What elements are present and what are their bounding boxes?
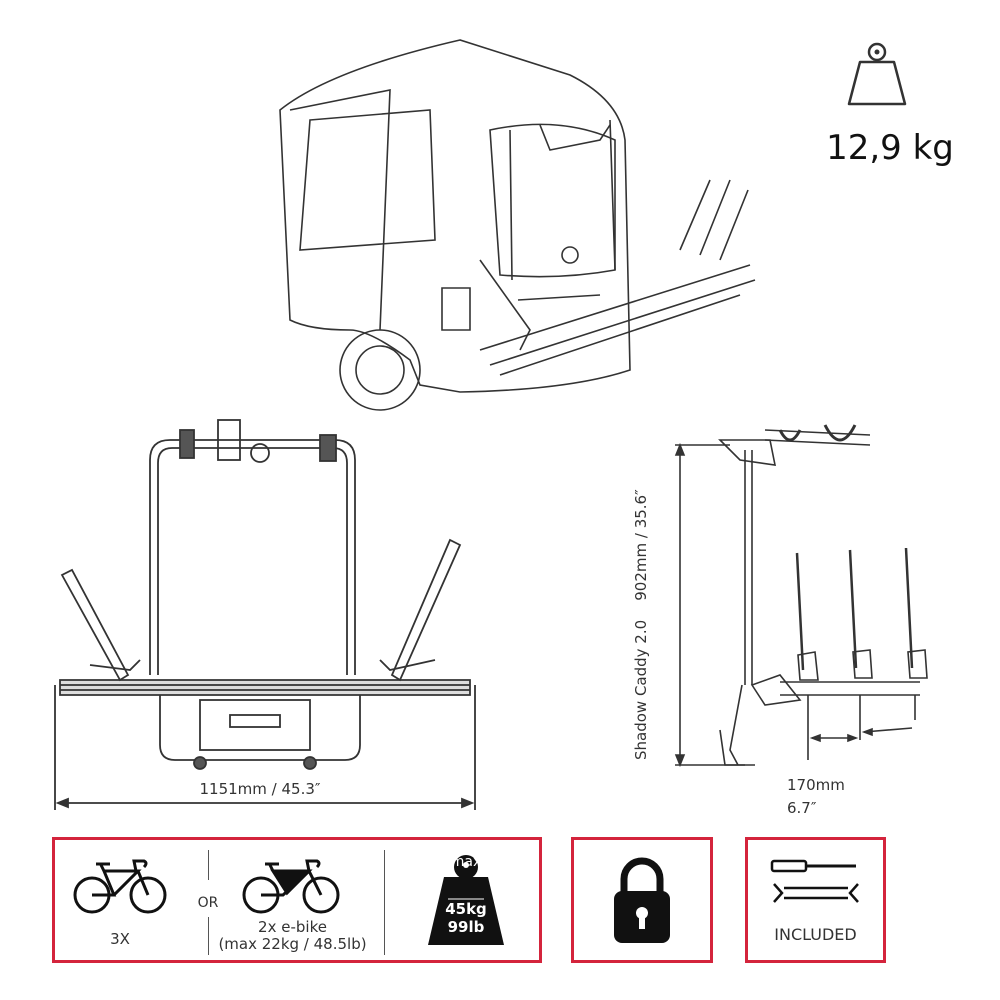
ebike-line1: 2x e-bike [258,918,327,936]
height-dimension: 902mm / 35.6″ [632,489,650,601]
lock-box [571,837,713,963]
tools-box [745,837,886,963]
lock-icon [614,857,670,943]
bicycle-icon [73,859,167,914]
capacity-box [52,837,542,963]
included-label: INCLUDED [774,925,857,944]
wrench-icon [773,883,859,903]
or-label: OR [197,895,219,911]
ebike-line2: (max 22kg / 48.5lb) [218,935,367,953]
width-dimension: 1151mm / 45.3″ [199,780,321,798]
side-view-vertical-label: Shadow Caddy 2.0 902mm / 35.6″ [632,489,652,760]
van-illustration [279,39,756,411]
front-view-illustration [54,419,476,810]
weight-icon [847,42,907,106]
side-view-illustration [674,424,928,768]
max-label: max [450,854,482,870]
screwdriver-icon [770,859,856,873]
product-weight: 12,9 kg [826,128,954,168]
ebike-icon [242,859,340,914]
bikes-count: 3X [110,930,130,948]
spacing-in: 6.7″ [787,799,817,817]
spacing-mm: 170mm [787,776,845,794]
max-load-weight-icon [428,855,504,945]
max-kg: 45kg [445,900,487,918]
max-lb: 99lb [447,918,485,936]
product-name: Shadow Caddy 2.0 [632,619,650,760]
